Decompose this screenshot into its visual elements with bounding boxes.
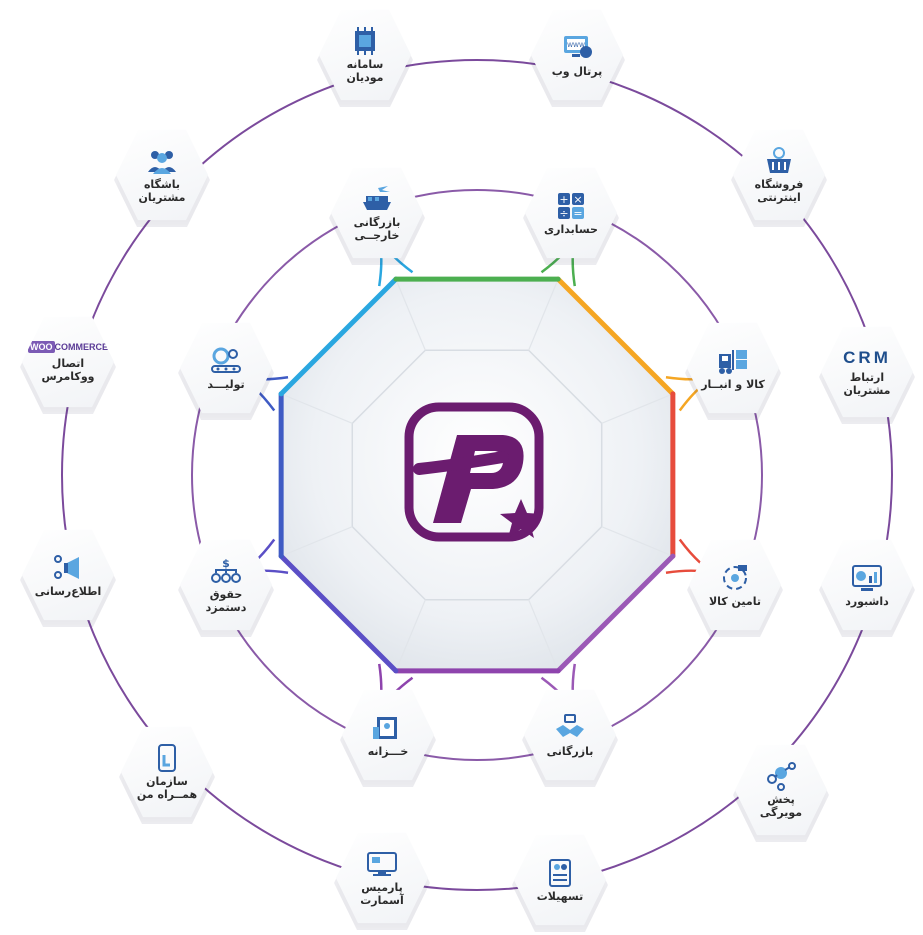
taxpayers-icon [355, 27, 375, 55]
module-treasury[interactable]: خـــزانه [341, 689, 435, 781]
module-commerce[interactable]: بازرگانی [523, 689, 617, 781]
octagon-spoke [601, 526, 674, 557]
module-mobile-org[interactable]: سازمان همــراه من [120, 726, 214, 818]
treasury-icon [373, 716, 397, 739]
customer-club-icon [148, 151, 176, 174]
octagon-spoke [395, 278, 426, 351]
svg-text:×: × [573, 193, 582, 206]
foreign-trade-icon [363, 186, 391, 210]
svg-text:÷: ÷ [559, 207, 568, 220]
module-web-portal[interactable]: WWW پرتال وب [530, 9, 624, 101]
svg-text:=: = [573, 207, 582, 220]
octagon-edge [555, 553, 676, 674]
octagon-edge [278, 553, 399, 674]
forklift-icon [719, 349, 747, 374]
module-label: تولیـــد [207, 377, 245, 391]
module-label: حقوق دستمزد [205, 588, 247, 614]
module-label: باشگاه مشتریان [138, 178, 186, 204]
crm-logo-text: CRM [843, 347, 891, 367]
module-label: فروشگاه اینترنتی [754, 178, 804, 204]
module-label: اطلاع‌رسانی [34, 584, 102, 598]
module-label: خـــزانه [367, 744, 409, 758]
octagon-spoke [280, 526, 353, 557]
octagon-spoke [280, 393, 353, 424]
megaphone-icon [54, 554, 79, 579]
octagon-edge [278, 276, 399, 397]
web-portal-icon: WWW [564, 35, 592, 58]
module-foreign-trade[interactable]: بازرگانی خارجــی [330, 167, 424, 259]
module-distribution[interactable]: پخش مویرگی [734, 744, 828, 836]
module-label: اتصال ووکامرس [41, 356, 95, 383]
module-label: سازمان همــراه من [136, 775, 198, 801]
octagon-spoke [528, 599, 559, 672]
svg-text:WWW: WWW [567, 42, 585, 49]
module-dashboard[interactable]: داشبورد [820, 539, 914, 631]
octagon-spoke [601, 393, 674, 424]
module-notification[interactable]: اطلاع‌رسانی [21, 529, 115, 621]
module-label: پارمیس آسمارت [360, 881, 404, 907]
module-customer-club[interactable]: باشگاه مشتریان [115, 129, 209, 221]
module-accounting[interactable]: + × ÷ = حسابداری [524, 167, 618, 259]
module-facilities[interactable]: تسهیلات [513, 834, 607, 926]
module-parmis-smart[interactable]: پارمیس آسمارت [335, 832, 429, 924]
svg-text:+: + [559, 193, 568, 206]
module-label: تامین کالا [708, 594, 761, 608]
module-production[interactable]: تولیـــد [179, 322, 273, 414]
payroll-icon: $ [211, 557, 241, 583]
module-label: پرتال وب [551, 64, 603, 78]
module-taxpayers[interactable]: سامانه مودیان [318, 9, 412, 101]
module-label: تسهیلات [536, 889, 584, 903]
svg-text:$: $ [222, 557, 230, 570]
inner-ring [191, 189, 763, 761]
mobile-org-icon [158, 744, 176, 772]
module-label: بازرگانی [546, 744, 594, 758]
outer-ring [61, 59, 893, 891]
handshake-icon [556, 713, 584, 737]
calculator-icon: + × ÷ = [558, 192, 584, 220]
module-crm[interactable]: CRM ارتباط مشتریان [820, 326, 914, 418]
module-label: ارتباط مشتریان [843, 370, 891, 397]
octagon-spoke [395, 599, 426, 672]
facilities-icon [549, 858, 571, 887]
module-label: کالا و انبــار [701, 377, 765, 391]
module-label: بازرگانی خارجــی [353, 216, 401, 242]
center-logo[interactable] [395, 395, 560, 560]
module-label: داشبورد [845, 594, 889, 608]
online-store-icon [767, 147, 791, 173]
octagon-edge [555, 276, 676, 397]
distribution-icon [767, 762, 796, 791]
module-label: سامانه مودیان [346, 58, 384, 84]
module-label: پخش مویرگی [759, 793, 803, 819]
production-icon [211, 347, 241, 373]
module-goods-warehouse[interactable]: کالا و انبــار [686, 322, 780, 414]
module-procurement[interactable]: تامین کالا [688, 539, 782, 631]
module-payroll[interactable]: $ حقوق دستمزد [179, 539, 273, 631]
module-online-store[interactable]: فروشگاه اینترنتی [732, 129, 826, 221]
dashboard-icon [852, 564, 882, 591]
parmis-star-logo-icon [404, 402, 544, 542]
supply-icon [723, 564, 747, 590]
parmis-smart-icon [367, 852, 397, 876]
module-label: حسابداری [544, 222, 598, 236]
octagon-spoke [528, 278, 559, 351]
